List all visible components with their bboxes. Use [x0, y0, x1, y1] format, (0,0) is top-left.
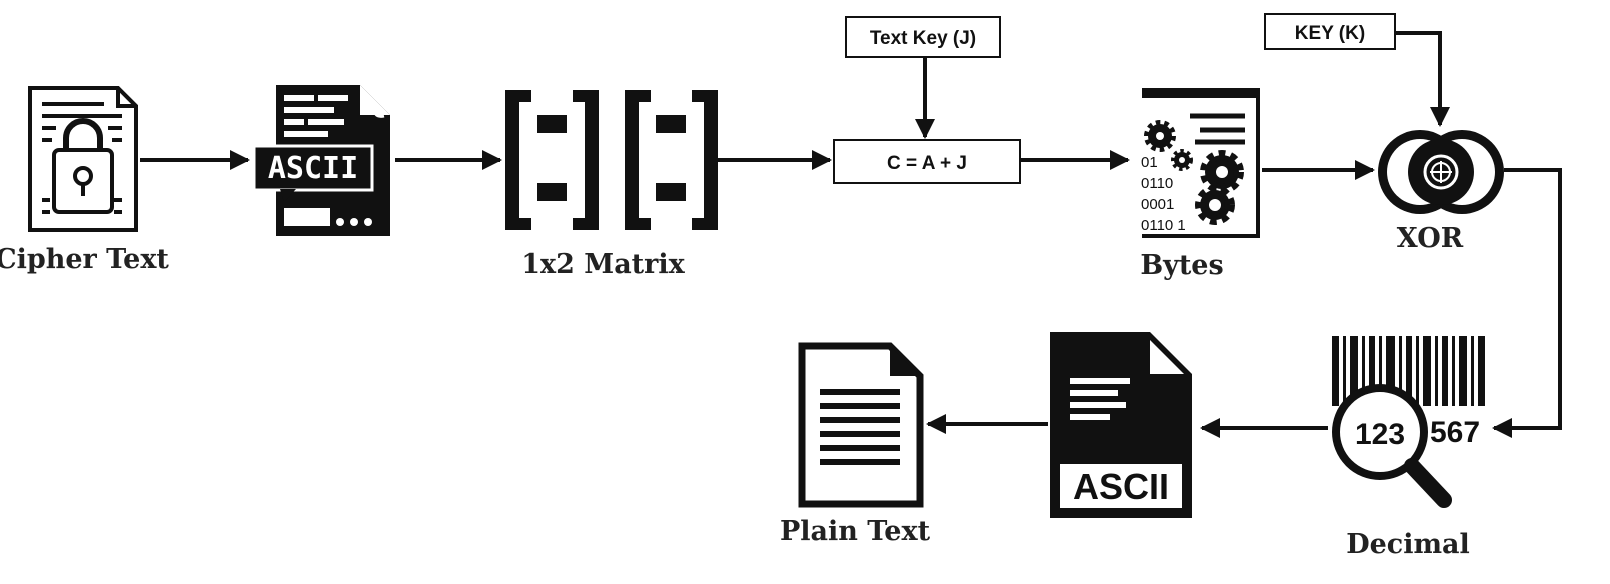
matrix-node: 1x2 Matrix [505, 90, 718, 280]
bits-line-2: 0110 [1141, 175, 1173, 192]
decimal-left-number: 123 [1355, 418, 1405, 451]
plain-text-node: Plain Text [780, 342, 931, 547]
equation-box: C = A + J [833, 139, 1021, 184]
ascii-document-icon: ASCII [1050, 332, 1192, 518]
bytes-node: 01 0110 0001 0110 1 Bytes [1140, 88, 1260, 281]
text-key-box: Text Key (J) [845, 16, 1001, 58]
key-label: KEY (K) [1295, 23, 1365, 44]
xor-node: XOR [1378, 130, 1504, 254]
cipher-text-node: Cipher Text [0, 86, 169, 275]
small-gear-icon [1144, 120, 1176, 152]
equation-label: C = A + J [887, 153, 967, 174]
ascii-file-icon: ASCII [252, 85, 390, 236]
bits-line-1: 01 [1141, 154, 1158, 171]
gears-bytes-icon: 01 0110 0001 0110 1 [1141, 88, 1260, 238]
decimal-label: Decimal [1346, 529, 1470, 560]
bits-line-4: 0110 1 [1141, 217, 1186, 234]
matrix-label: 1x2 Matrix [521, 249, 685, 280]
arrow-xor-to-decimal [1492, 168, 1562, 438]
text-document-icon [798, 342, 924, 508]
ascii-conversion-node: ASCII [252, 85, 390, 236]
bits-line-3: 0001 [1141, 196, 1174, 213]
tiny-gear-icon [1171, 149, 1193, 171]
cipher-text-label: Cipher Text [0, 244, 169, 275]
arrow-key-to-xor [1396, 31, 1450, 127]
ascii-badge-text: ASCII [268, 151, 358, 186]
ascii-document-node: ASCII [1050, 332, 1192, 518]
text-key-label: Text Key (J) [870, 28, 976, 49]
xor-venn-icon [1378, 130, 1504, 214]
large-gear-icon [1200, 150, 1244, 194]
locked-document-icon [28, 86, 138, 232]
decimal-node: 123 567 Decimal [1332, 336, 1485, 560]
matrix-brackets-icon [505, 90, 718, 230]
barcode-magnifier-icon: 123 567 [1332, 336, 1485, 508]
key-box: KEY (K) [1264, 13, 1396, 50]
decimal-right-number: 567 [1430, 416, 1480, 449]
plain-text-label: Plain Text [780, 516, 931, 547]
ascii-document-text: ASCII [1073, 466, 1169, 507]
bytes-label: Bytes [1140, 250, 1223, 281]
medium-gear-icon [1195, 185, 1235, 225]
connectors [140, 31, 1562, 438]
xor-label: XOR [1397, 223, 1464, 254]
